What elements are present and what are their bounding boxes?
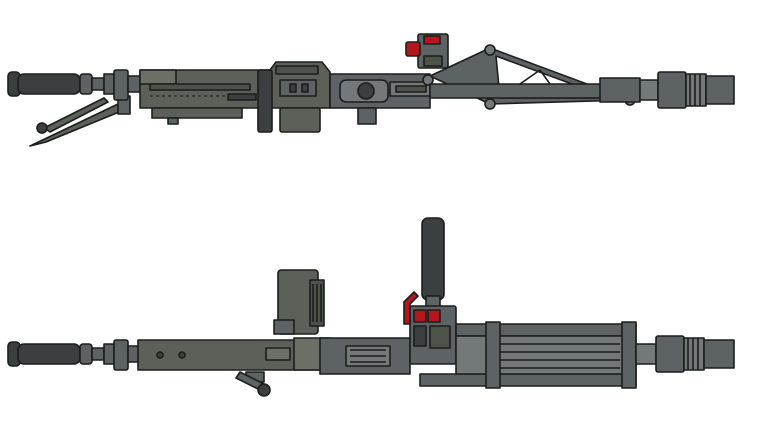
weapon-bottom	[7, 217, 735, 397]
barrel-2	[635, 343, 657, 365]
muzzle-brake	[657, 71, 735, 109]
barrel-housing-2	[319, 337, 411, 375]
control-module-2	[403, 291, 457, 365]
control-module	[405, 33, 449, 69]
receiver	[139, 61, 331, 133]
barrel-housing	[329, 73, 431, 125]
receiver-2	[137, 337, 341, 397]
rear-grip	[7, 69, 145, 101]
drum-magazine	[273, 269, 325, 335]
carry-handle	[421, 217, 445, 311]
folding-stock	[29, 95, 131, 147]
barrel-rails	[419, 321, 637, 389]
rear-grip-2	[7, 339, 145, 371]
weapon-top	[7, 33, 735, 147]
muzzle-brake-2	[655, 335, 735, 373]
barrel	[429, 77, 671, 103]
